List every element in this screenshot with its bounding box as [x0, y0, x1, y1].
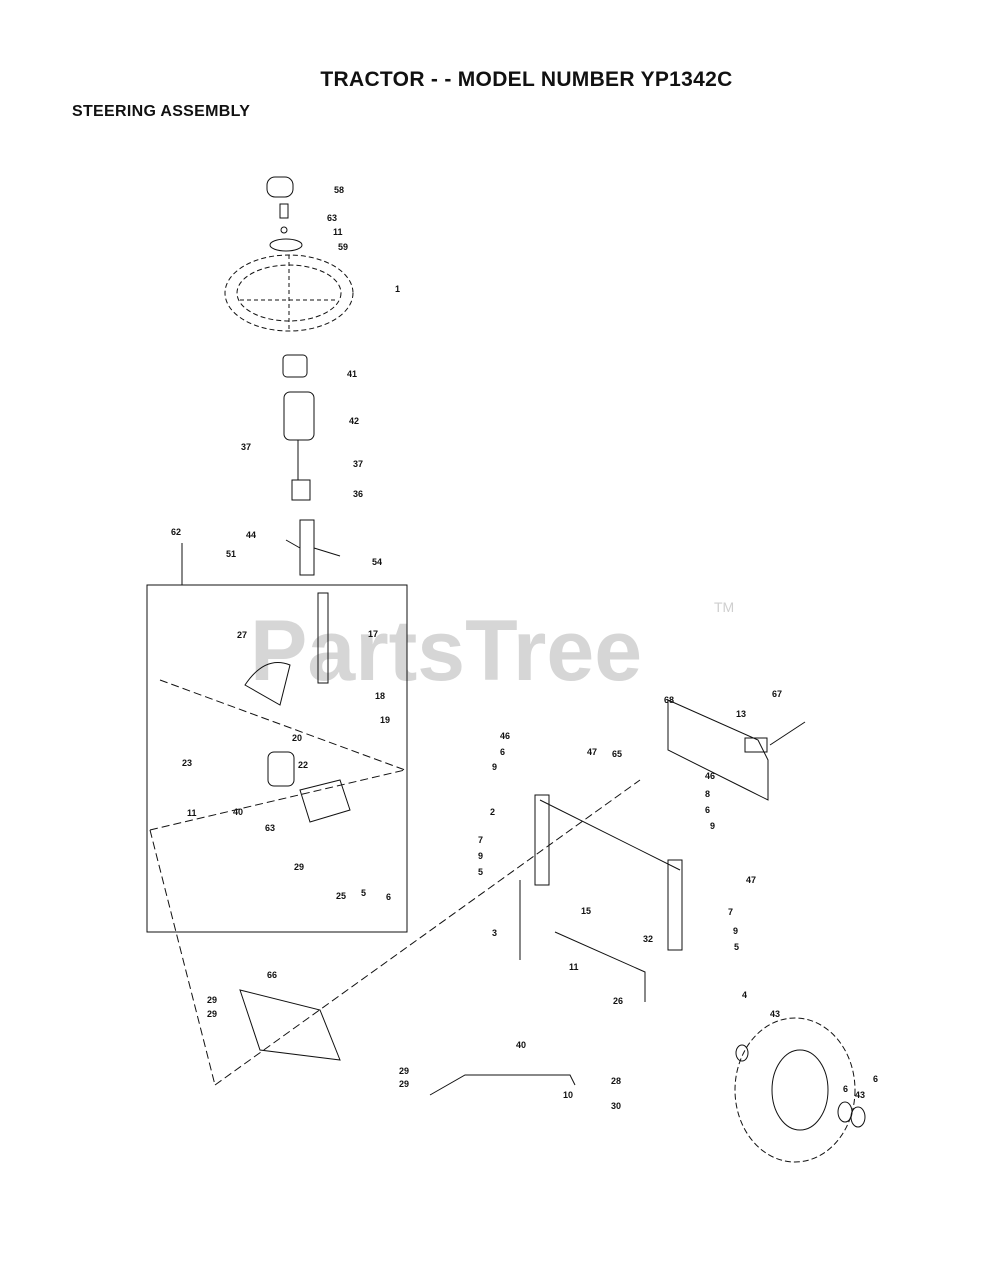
steering-pinion-shaft: [317, 592, 329, 684]
part-number-label: 37: [353, 459, 363, 469]
part-number-label: 5: [478, 867, 483, 877]
part-number-label: 66: [267, 970, 277, 980]
part-number-label: 17: [368, 629, 378, 639]
inset-frame: [146, 584, 408, 933]
part-number-label: 37: [241, 442, 251, 452]
part-number-label: 29: [207, 1009, 217, 1019]
tie-rod: [554, 931, 646, 1002]
watermark-trademark: TM: [714, 599, 734, 615]
spindle-left: [534, 794, 550, 886]
part-number-label: 10: [563, 1090, 573, 1100]
page-title: TRACTOR - - MODEL NUMBER YP1342C: [320, 68, 733, 91]
steering-boot: [283, 391, 315, 441]
part-number-label: 6: [705, 805, 710, 815]
part-number-label: 29: [294, 862, 304, 872]
part-number-label: 19: [380, 715, 390, 725]
wheel-washer: [837, 1101, 853, 1123]
bushing: [267, 751, 295, 787]
part-number-label: 46: [500, 731, 510, 741]
part-labels: 5863115914142373736445451621727181920222…: [171, 185, 878, 1111]
part-number-label: 65: [612, 749, 622, 759]
part-number-label: 30: [611, 1101, 621, 1111]
sector-gear: [244, 662, 291, 706]
axle-bracket: [667, 699, 769, 801]
section-title: STEERING ASSEMBLY: [72, 103, 251, 120]
part-number-label: 6: [873, 1074, 878, 1084]
part-number-label: 18: [375, 691, 385, 701]
part-number-label: 23: [182, 758, 192, 768]
part-number-label: 9: [733, 926, 738, 936]
part-number-label: 42: [349, 416, 359, 426]
part-number-label: 54: [372, 557, 382, 567]
part-number-label: 9: [478, 851, 483, 861]
part-number-label: 43: [855, 1090, 865, 1100]
part-number-label: 58: [334, 185, 344, 195]
part-number-label: 6: [386, 892, 391, 902]
part-number-label: 47: [746, 875, 756, 885]
hub-washer: [269, 238, 303, 252]
steering-cap: [266, 176, 294, 198]
part-number-label: 40: [516, 1040, 526, 1050]
watermark-text: PartsTree: [250, 603, 642, 699]
part-number-label: 22: [298, 760, 308, 770]
part-number-label: 63: [327, 213, 337, 223]
spindle-right: [667, 859, 683, 951]
part-number-label: 68: [664, 695, 674, 705]
part-number-label: 41: [347, 369, 357, 379]
part-number-label: 47: [587, 747, 597, 757]
washer: [280, 226, 288, 234]
part-number-label: 59: [338, 242, 348, 252]
part-number-label: 43: [770, 1009, 780, 1019]
steering-bracket: [239, 989, 341, 1061]
part-number-label: 11: [569, 962, 579, 972]
part-number-label: 36: [353, 489, 363, 499]
part-number-label: 13: [736, 709, 746, 719]
part-number-label: 8: [705, 789, 710, 799]
part-number-label: 15: [581, 906, 591, 916]
spacer: [744, 737, 768, 753]
drag-link: [429, 1074, 576, 1096]
part-number-label: 4: [742, 990, 747, 1000]
part-number-label: 9: [710, 821, 715, 831]
part-number-label: 28: [611, 1076, 621, 1086]
part-number-label: 46: [705, 771, 715, 781]
part-number-label: 9: [492, 762, 497, 772]
part-number-label: 26: [613, 996, 623, 1006]
shaft-coupler: [291, 479, 311, 501]
part-number-label: 3: [492, 928, 497, 938]
part-number-label: 63: [265, 823, 275, 833]
part-number-label: 62: [171, 527, 181, 537]
part-number-label: 32: [643, 934, 653, 944]
part-number-label: 51: [226, 549, 236, 559]
part-number-label: 44: [246, 530, 256, 540]
bracket: [299, 779, 351, 823]
part-number-label: 7: [478, 835, 483, 845]
bolt: [279, 203, 289, 219]
steering-shaft: [299, 519, 315, 576]
part-number-label: 20: [292, 733, 302, 743]
part-number-label: 29: [399, 1066, 409, 1076]
part-number-label: 67: [772, 689, 782, 699]
part-number-label: 2: [490, 807, 495, 817]
part-number-label: 5: [734, 942, 739, 952]
part-number-label: 29: [207, 995, 217, 1005]
part-number-label: 7: [728, 907, 733, 917]
part-number-label: 11: [187, 808, 197, 818]
part-number-label: 27: [237, 630, 247, 640]
part-number-label: 25: [336, 891, 346, 901]
front-wheel: [734, 1017, 856, 1163]
part-number-label: 5: [361, 888, 366, 898]
part-number-label: 40: [233, 807, 243, 817]
part-number-label: 6: [500, 747, 505, 757]
part-number-label: 6: [843, 1084, 848, 1094]
steering-adapter: [282, 354, 308, 378]
part-number-label: 1: [395, 284, 400, 294]
part-number-label: 11: [333, 227, 343, 237]
part-number-label: 29: [399, 1079, 409, 1089]
